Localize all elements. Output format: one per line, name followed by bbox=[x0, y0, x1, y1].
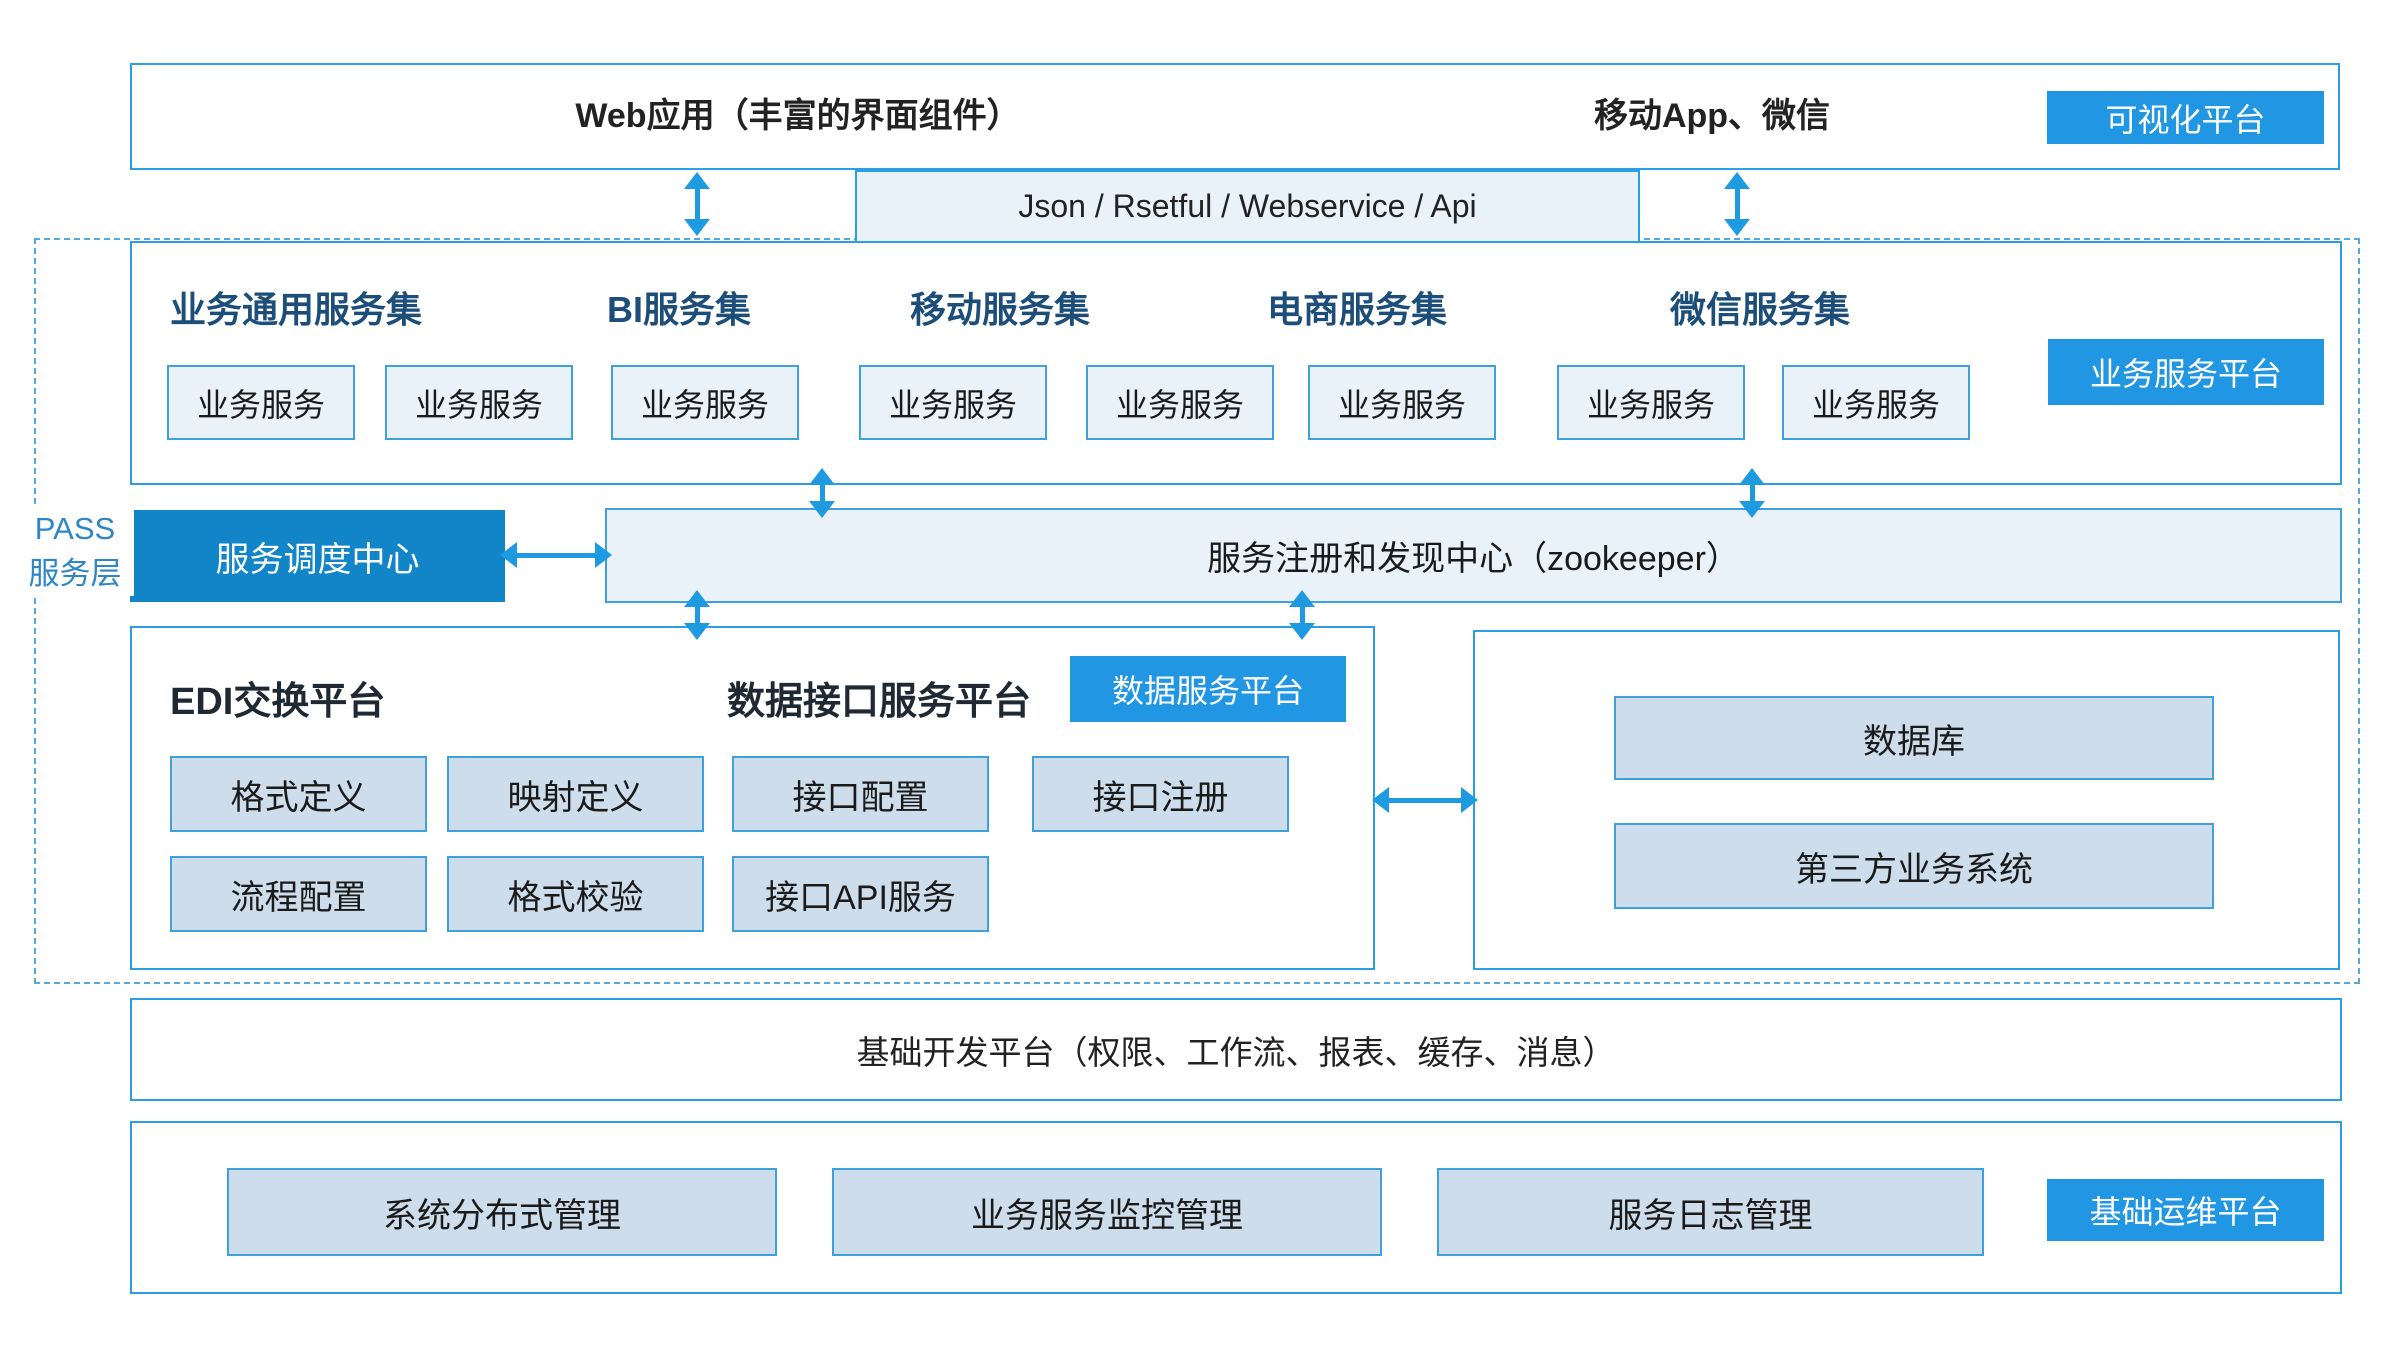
service-set-title-mobile: 移动服务集 bbox=[910, 289, 1091, 330]
business-service-label: 业务服务 bbox=[1337, 386, 1466, 423]
double-arrow-vertical-services-registry-right bbox=[1738, 468, 1766, 518]
mapping-definition-label: 映射定义 bbox=[507, 778, 644, 817]
service-registry-label: 服务注册和发现中心（zookeeper） bbox=[1207, 540, 1740, 578]
api-gateway-label: Json / Rsetful / Webservice / Api bbox=[1018, 188, 1477, 224]
double-arrow-horizontal-data-external bbox=[1372, 786, 1478, 814]
data-service-platform-badge: 数据服务平台 bbox=[1070, 656, 1346, 722]
process-config-label: 流程配置 bbox=[230, 878, 367, 917]
business-service-label: 业务服务 bbox=[1586, 386, 1715, 423]
distributed-management-label: 系统分布式管理 bbox=[383, 1196, 621, 1235]
visualization-platform-badge: 可视化平台 bbox=[2047, 91, 2324, 144]
business-service-platform-badge: 业务服务平台 bbox=[2048, 339, 2324, 405]
service-scheduler-box: 服务调度中心 bbox=[130, 510, 505, 602]
service-set-title-ecom: 电商服务集 bbox=[1267, 289, 1448, 330]
database-label: 数据库 bbox=[1863, 722, 1965, 761]
business-service-label: 业务服务 bbox=[196, 386, 325, 423]
edi-platform-title: EDI交换平台 bbox=[170, 681, 386, 723]
format-validation-label: 格式校验 bbox=[507, 878, 644, 917]
double-arrow-vertical-registry-data-right bbox=[1288, 590, 1316, 640]
api-gateway-box: Json / Rsetful / Webservice / Api bbox=[855, 170, 1640, 243]
business-service-label: 业务服务 bbox=[640, 386, 769, 423]
business-service-box: 业务服务 bbox=[1308, 365, 1496, 440]
client-layer-bar: Web应用（丰富的界面组件） 移动App、微信 可视化平台 bbox=[130, 63, 2340, 170]
service-set-title-common: 业务通用服务集 bbox=[170, 289, 423, 330]
interface-api-service-label: 接口API服务 bbox=[765, 878, 956, 917]
business-service-box: 业务服务 bbox=[167, 365, 355, 440]
distributed-management-box: 系统分布式管理 bbox=[227, 1168, 777, 1256]
mapping-definition-box: 映射定义 bbox=[447, 756, 704, 832]
mobile-app-label: 移动App、微信 bbox=[1593, 97, 1831, 135]
base-ops-platform-section: 系统分布式管理 业务服务监控管理 服务日志管理 基础运维平台 bbox=[130, 1121, 2342, 1294]
double-arrow-vertical-web bbox=[683, 172, 711, 236]
business-service-box: 业务服务 bbox=[385, 365, 573, 440]
business-service-label: 业务服务 bbox=[1811, 386, 1940, 423]
data-service-platform-section: EDI交换平台 数据接口服务平台 数据服务平台 格式定义 映射定义 接口配置 接… bbox=[130, 626, 1375, 970]
interface-config-label: 接口配置 bbox=[792, 778, 929, 817]
business-service-label: 业务服务 bbox=[414, 386, 543, 423]
interface-register-box: 接口注册 bbox=[1032, 756, 1289, 832]
interface-register-label: 接口注册 bbox=[1092, 778, 1229, 817]
service-monitoring-label: 业务服务监控管理 bbox=[971, 1196, 1243, 1235]
business-service-box: 业务服务 bbox=[1782, 365, 1970, 440]
business-service-label: 业务服务 bbox=[1115, 386, 1244, 423]
business-service-box: 业务服务 bbox=[1086, 365, 1274, 440]
double-arrow-vertical-services-registry-left bbox=[808, 468, 836, 518]
third-party-system-box: 第三方业务系统 bbox=[1614, 823, 2214, 909]
base-dev-platform-bar: 基础开发平台（权限、工作流、报表、缓存、消息） bbox=[130, 998, 2342, 1101]
interface-config-box: 接口配置 bbox=[732, 756, 989, 832]
business-service-box: 业务服务 bbox=[859, 365, 1047, 440]
base-ops-platform-badge: 基础运维平台 bbox=[2047, 1179, 2324, 1241]
base-dev-platform-label: 基础开发平台（权限、工作流、报表、缓存、消息） bbox=[856, 1033, 1616, 1071]
business-service-box: 业务服务 bbox=[611, 365, 799, 440]
database-box: 数据库 bbox=[1614, 696, 2214, 780]
web-app-label: Web应用（丰富的界面组件） bbox=[575, 97, 1021, 135]
pass-layer-label-line2: 服务层 bbox=[28, 556, 122, 591]
business-service-box: 业务服务 bbox=[1557, 365, 1745, 440]
external-systems-section: 数据库 第三方业务系统 bbox=[1473, 630, 2340, 970]
service-monitoring-box: 业务服务监控管理 bbox=[832, 1168, 1382, 1256]
data-interface-platform-title: 数据接口服务平台 bbox=[727, 681, 1032, 723]
pass-layer-label: PASS 服务层 bbox=[16, 506, 134, 596]
interface-api-service-box: 接口API服务 bbox=[732, 856, 989, 932]
service-set-title-wechat: 微信服务集 bbox=[1670, 289, 1851, 330]
double-arrow-vertical-mobile bbox=[1723, 172, 1751, 236]
business-service-platform-section: 业务通用服务集 BI服务集 移动服务集 电商服务集 微信服务集 业务服务 业务服… bbox=[130, 241, 2342, 485]
service-log-management-label: 服务日志管理 bbox=[1608, 1196, 1813, 1235]
format-validation-box: 格式校验 bbox=[447, 856, 704, 932]
service-registry-box: 服务注册和发现中心（zookeeper） bbox=[605, 508, 2342, 603]
format-definition-label: 格式定义 bbox=[230, 778, 367, 817]
double-arrow-vertical-registry-data-left bbox=[683, 590, 711, 640]
third-party-system-label: 第三方业务系统 bbox=[1795, 850, 2033, 889]
business-service-label: 业务服务 bbox=[888, 386, 1017, 423]
double-arrow-horizontal-scheduler-registry bbox=[500, 541, 612, 569]
process-config-box: 流程配置 bbox=[170, 856, 427, 932]
pass-layer-label-line1: PASS bbox=[34, 511, 116, 546]
service-scheduler-label: 服务调度中心 bbox=[215, 540, 420, 579]
service-set-title-bi: BI服务集 bbox=[607, 289, 752, 330]
service-log-management-box: 服务日志管理 bbox=[1437, 1168, 1984, 1256]
format-definition-box: 格式定义 bbox=[170, 756, 427, 832]
